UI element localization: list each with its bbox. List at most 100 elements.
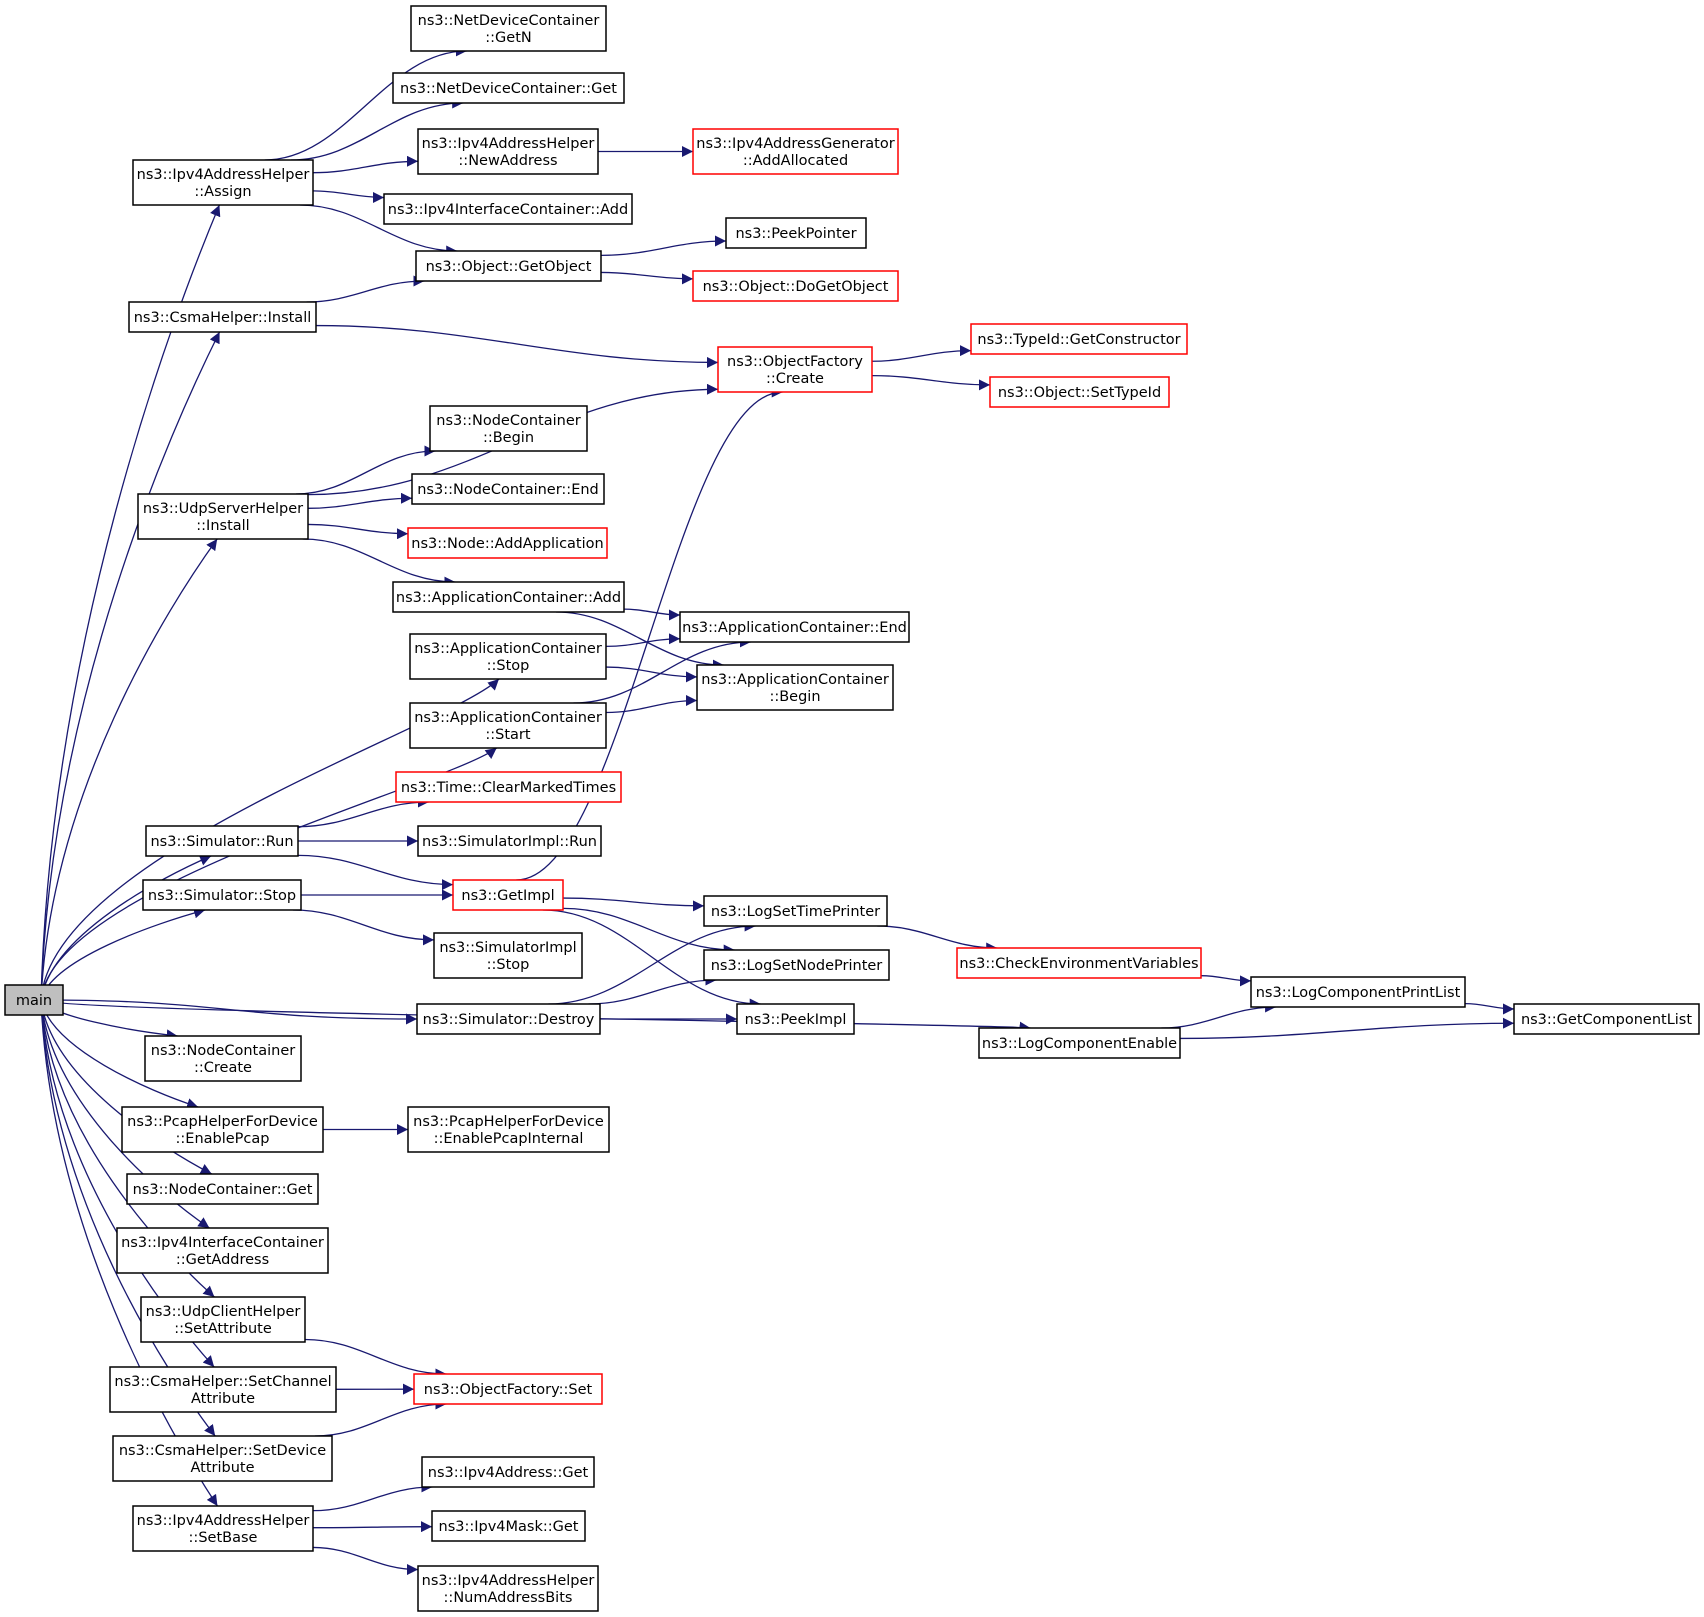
node-object-settypeid[interactable]: ns3::Object::SetTypeId	[989, 376, 1170, 408]
node-nc-create[interactable]: ns3::NodeContainer::Create	[144, 1035, 302, 1082]
call-edge-line	[292, 909, 435, 946]
node-label: ::Start	[485, 727, 531, 743]
node-pcap-enablepcap[interactable]: ns3::PcapHelperForDevice::EnablePcap	[121, 1106, 324, 1153]
call-edge	[304, 1338, 447, 1380]
call-edge	[623, 608, 681, 621]
node-time-clearmarkedtimes[interactable]: ns3::Time::ClearMarkedTimes	[395, 771, 622, 803]
node-logsetnodeprinter[interactable]: ns3::LogSetNodePrinter	[703, 949, 890, 981]
node-peekimpl[interactable]: ns3::PeekImpl	[736, 1003, 855, 1035]
node-ipv4ag-addallocated[interactable]: ns3::Ipv4AddressGenerator::AddAllocated	[692, 128, 899, 175]
node-peekpointer[interactable]: ns3::PeekPointer	[725, 217, 867, 249]
node-nc-begin[interactable]: ns3::NodeContainer::Begin	[429, 405, 588, 452]
call-edge-line	[304, 1338, 447, 1380]
node-ndc-getn[interactable]: ns3::NetDeviceContainer::GetN	[410, 5, 607, 52]
call-edge-line	[562, 907, 735, 956]
node-getcomponentlist[interactable]: ns3::GetComponentList	[1513, 1003, 1700, 1035]
call-edge-line	[312, 1481, 433, 1512]
call-edge	[299, 204, 458, 257]
node-label: ::SetAttribute	[174, 1321, 272, 1337]
node-sim-stop[interactable]: ns3::Simulator::Stop	[142, 879, 302, 911]
node-logsettimeprinter[interactable]: ns3::LogSetTimePrinter	[703, 895, 888, 927]
node-ac-start[interactable]: ns3::ApplicationContainer::Start	[409, 702, 607, 749]
node-ipv4address-get[interactable]: ns3::Ipv4Address::Get	[421, 1456, 595, 1488]
node-box	[132, 159, 314, 206]
node-label: ns3::PcapHelperForDevice	[413, 1114, 604, 1130]
call-edge-line	[40, 999, 418, 1025]
node-sim-destroy[interactable]: ns3::Simulator::Destroy	[416, 1003, 601, 1035]
node-box	[409, 702, 607, 749]
node-ac-add[interactable]: ns3::ApplicationContainer::Add	[392, 581, 625, 613]
node-ipv4ah-setbase[interactable]: ns3::Ipv4AddressHelper::SetBase	[132, 1505, 314, 1552]
call-edge-line	[40, 999, 210, 1229]
node-logcomponentprintlist[interactable]: ns3::LogComponentPrintList	[1250, 976, 1466, 1008]
node-ac-stop[interactable]: ns3::ApplicationContainer::Stop	[409, 633, 607, 680]
call-edge	[548, 920, 756, 1005]
node-node-addapplication[interactable]: ns3::Node::AddApplication	[407, 527, 608, 559]
node-ipv4ic-add[interactable]: ns3::Ipv4InterfaceContainer::Add	[383, 193, 633, 225]
node-nc-get[interactable]: ns3::NodeContainer::Get	[126, 1173, 319, 1205]
node-label: ns3::UdpClientHelper	[146, 1304, 301, 1320]
call-edge-line	[542, 909, 761, 1010]
call-edge	[871, 374, 991, 391]
node-box	[128, 301, 317, 333]
node-label: ns3::ApplicationContainer	[414, 710, 602, 726]
node-simimpl-stop[interactable]: ns3::SimulatorImpl::Stop	[433, 932, 583, 979]
node-objectfactory-set[interactable]: ns3::ObjectFactory::Set	[413, 1373, 603, 1405]
node-label: ::SetBase	[189, 1530, 258, 1546]
call-edge-line	[40, 204, 221, 1001]
call-edge-line	[306, 275, 425, 303]
node-box	[407, 1106, 610, 1153]
node-label: ns3::SimulatorImpl	[439, 940, 576, 956]
node-ipv4ah-newaddress[interactable]: ns3::Ipv4AddressHelper::NewAddress	[417, 128, 599, 175]
node-box	[144, 1035, 302, 1082]
node-objectfactory-create[interactable]: ns3::ObjectFactory::Create	[717, 346, 873, 393]
call-edge-line	[1200, 975, 1252, 987]
node-ipv4ic-getaddress[interactable]: ns3::Ipv4InterfaceContainer::GetAddress	[116, 1227, 329, 1274]
call-edge-line	[312, 1521, 433, 1533]
node-object-getobject[interactable]: ns3::Object::GetObject	[415, 250, 602, 282]
node-ipv4mask-get[interactable]: ns3::Ipv4Mask::Get	[431, 1510, 586, 1542]
node-box	[109, 1366, 337, 1413]
node-ac-begin[interactable]: ns3::ApplicationContainer::Begin	[696, 664, 894, 711]
node-typeid-getconstructor[interactable]: ns3::TypeId::GetConstructor	[970, 323, 1188, 355]
call-edge-line	[297, 796, 429, 828]
node-label: ns3::ApplicationContainer	[701, 672, 889, 688]
call-edge-line	[1464, 1002, 1515, 1015]
node-simimpl-run[interactable]: ns3::SimulatorImpl::Run	[417, 825, 602, 857]
node-label: ns3::PeekImpl	[745, 1012, 847, 1028]
node-getimpl[interactable]: ns3::GetImpl	[452, 879, 564, 911]
node-pcap-enablepcapinternal[interactable]: ns3::PcapHelperForDevice::EnablePcapInte…	[407, 1106, 610, 1153]
node-label: ns3::Node::AddApplication	[411, 536, 603, 552]
node-udpserver-install[interactable]: ns3::UdpServerHelper::Install	[137, 493, 309, 540]
node-checkenv[interactable]: ns3::CheckEnvironmentVariables	[956, 947, 1202, 979]
call-edge	[312, 190, 385, 203]
node-sim-run[interactable]: ns3::Simulator::Run	[145, 825, 299, 857]
call-edge	[312, 1481, 433, 1512]
call-edge-line	[312, 190, 385, 203]
node-nc-end[interactable]: ns3::NodeContainer::End	[411, 473, 605, 505]
node-csma-install[interactable]: ns3::CsmaHelper::Install	[128, 301, 317, 333]
node-logcomponentenable[interactable]: ns3::LogComponentEnable	[978, 1027, 1181, 1059]
call-edge-line	[588, 974, 717, 1005]
node-box	[126, 1173, 319, 1205]
node-box	[703, 895, 888, 927]
call-edge-line	[871, 345, 972, 362]
node-box	[703, 949, 890, 981]
node-ipv4ah-numaddressbits[interactable]: ns3::Ipv4AddressHelper::NumAddressBits	[417, 1565, 599, 1612]
call-edge	[292, 909, 435, 946]
call-edge	[307, 492, 413, 509]
node-label: ns3::NodeContainer	[151, 1043, 295, 1059]
node-box	[452, 879, 564, 911]
node-label: ns3::Ipv4Address::Get	[428, 1465, 589, 1481]
node-object-dogetobject[interactable]: ns3::Object::DoGetObject	[692, 270, 899, 302]
call-edge-line	[290, 97, 464, 161]
call-edge-line	[605, 694, 698, 714]
call-edge-line	[1161, 1001, 1277, 1029]
call-edge-line	[295, 445, 436, 495]
node-udpclient-setattribute[interactable]: ns3::UdpClientHelper::SetAttribute	[140, 1296, 306, 1343]
node-ac-end[interactable]: ns3::ApplicationContainer::End	[679, 611, 910, 643]
node-ndc-get[interactable]: ns3::NetDeviceContainer::Get	[392, 72, 625, 104]
node-ipv4ah-assign[interactable]: ns3::Ipv4AddressHelper::Assign	[132, 159, 314, 206]
